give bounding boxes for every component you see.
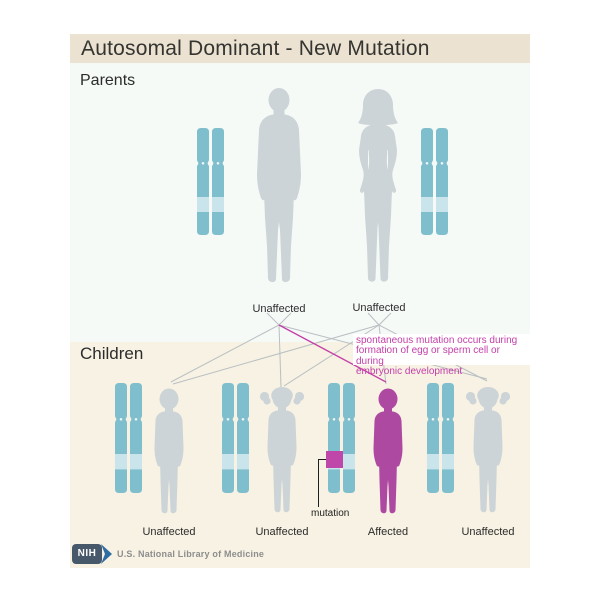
org-credit-text: U.S. National Library of Medicine: [117, 549, 265, 559]
nih-chevron-icon: [101, 544, 112, 564]
child1-status-label: Unaffected: [142, 526, 196, 538]
parents-section-label: Parents: [80, 72, 136, 89]
spontaneous-mutation-annotation: spontaneous mutation occurs during forma…: [353, 334, 530, 377]
diagram-title: Autosomal Dominant - New Mutation: [70, 34, 530, 63]
mutation-label: mutation: [311, 508, 350, 519]
annotation-line-1: spontaneous mutation occurs during: [356, 335, 518, 346]
mutation-marker: [326, 451, 343, 468]
annotation-line-2: formation of egg or sperm cell or during: [356, 345, 500, 367]
mother-status-label: Unaffected: [352, 302, 406, 314]
child4-status-label: Unaffected: [461, 526, 515, 538]
father-status-label: Unaffected: [252, 303, 306, 315]
nih-logo: NIH: [72, 544, 102, 564]
parents-section-background: [70, 63, 530, 342]
children-section-label: Children: [80, 344, 144, 363]
annotation-line-3: embryonic development: [356, 366, 463, 378]
child3-status-label: Affected: [367, 526, 409, 538]
child2-status-label: Unaffected: [255, 526, 309, 538]
